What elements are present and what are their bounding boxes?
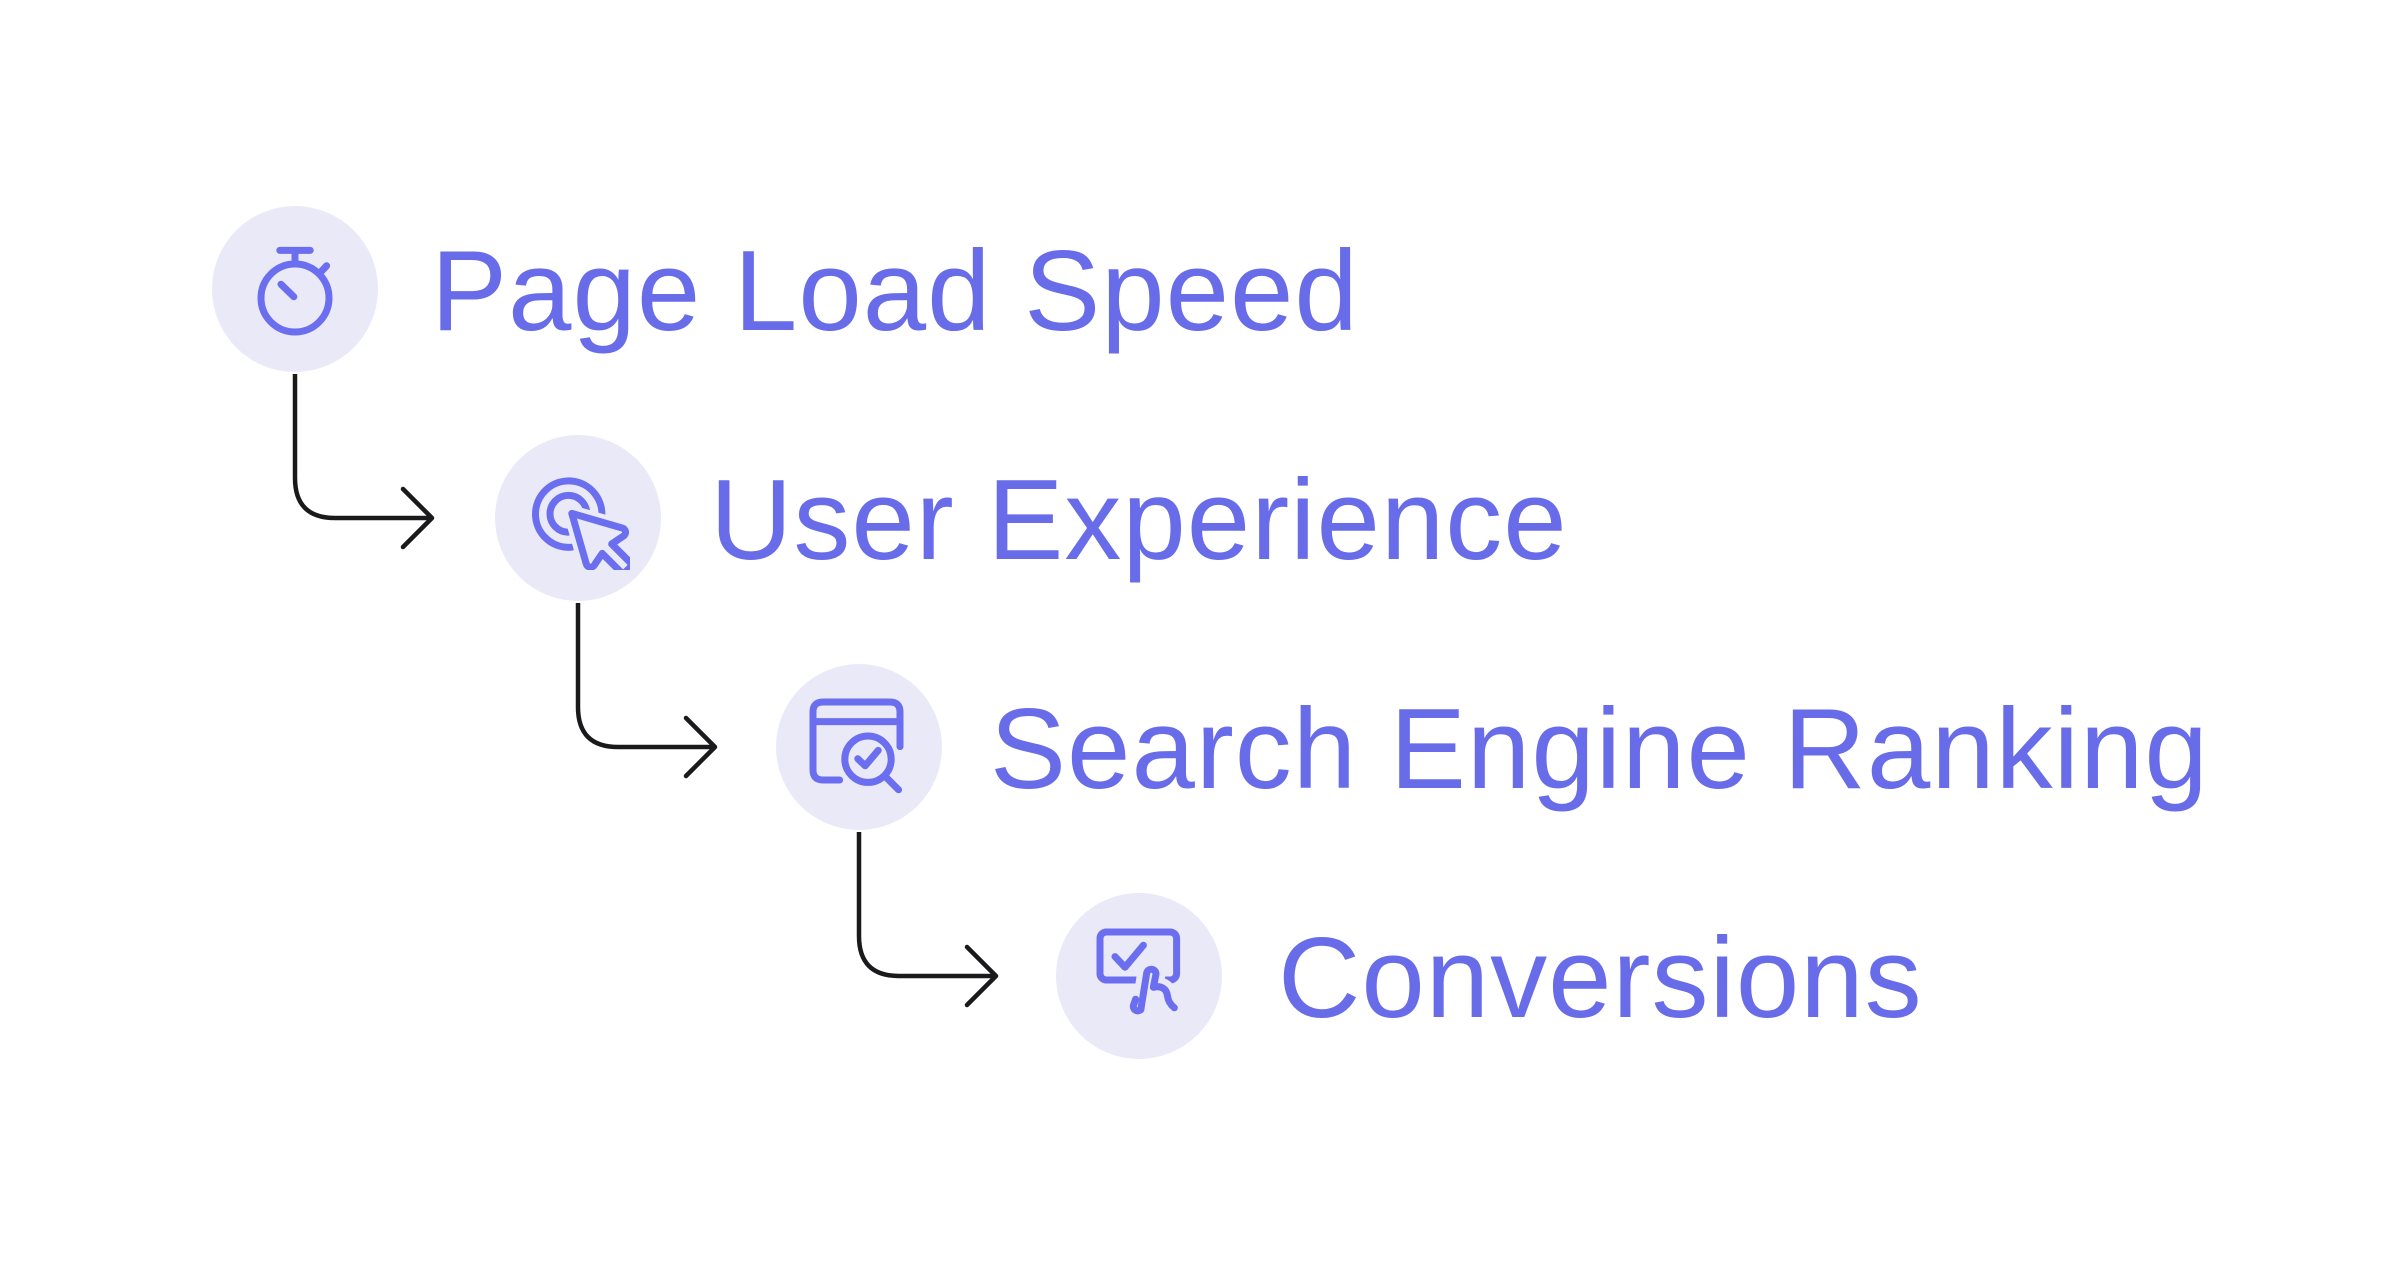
step-icon-badge: [212, 206, 378, 372]
stopwatch-icon: [257, 246, 333, 336]
step-label: Page Load Speed: [431, 228, 1359, 355]
flow-arrow-icon: [856, 832, 999, 1008]
flow-arrow-icon: [292, 374, 435, 550]
step-icon-badge: [495, 435, 661, 601]
tap-check-icon: [1096, 928, 1184, 1021]
step-label: Search Engine Ranking: [990, 686, 2209, 813]
step-label: User Experience: [710, 457, 1568, 584]
step-label: Conversions: [1278, 915, 1923, 1042]
step-icon-badge: [776, 664, 942, 830]
cursor-click-icon: [532, 477, 630, 570]
step-icon-badge: [1056, 893, 1222, 1059]
flow-arrow-icon: [575, 603, 718, 779]
browser-search-check-icon: [809, 698, 904, 794]
